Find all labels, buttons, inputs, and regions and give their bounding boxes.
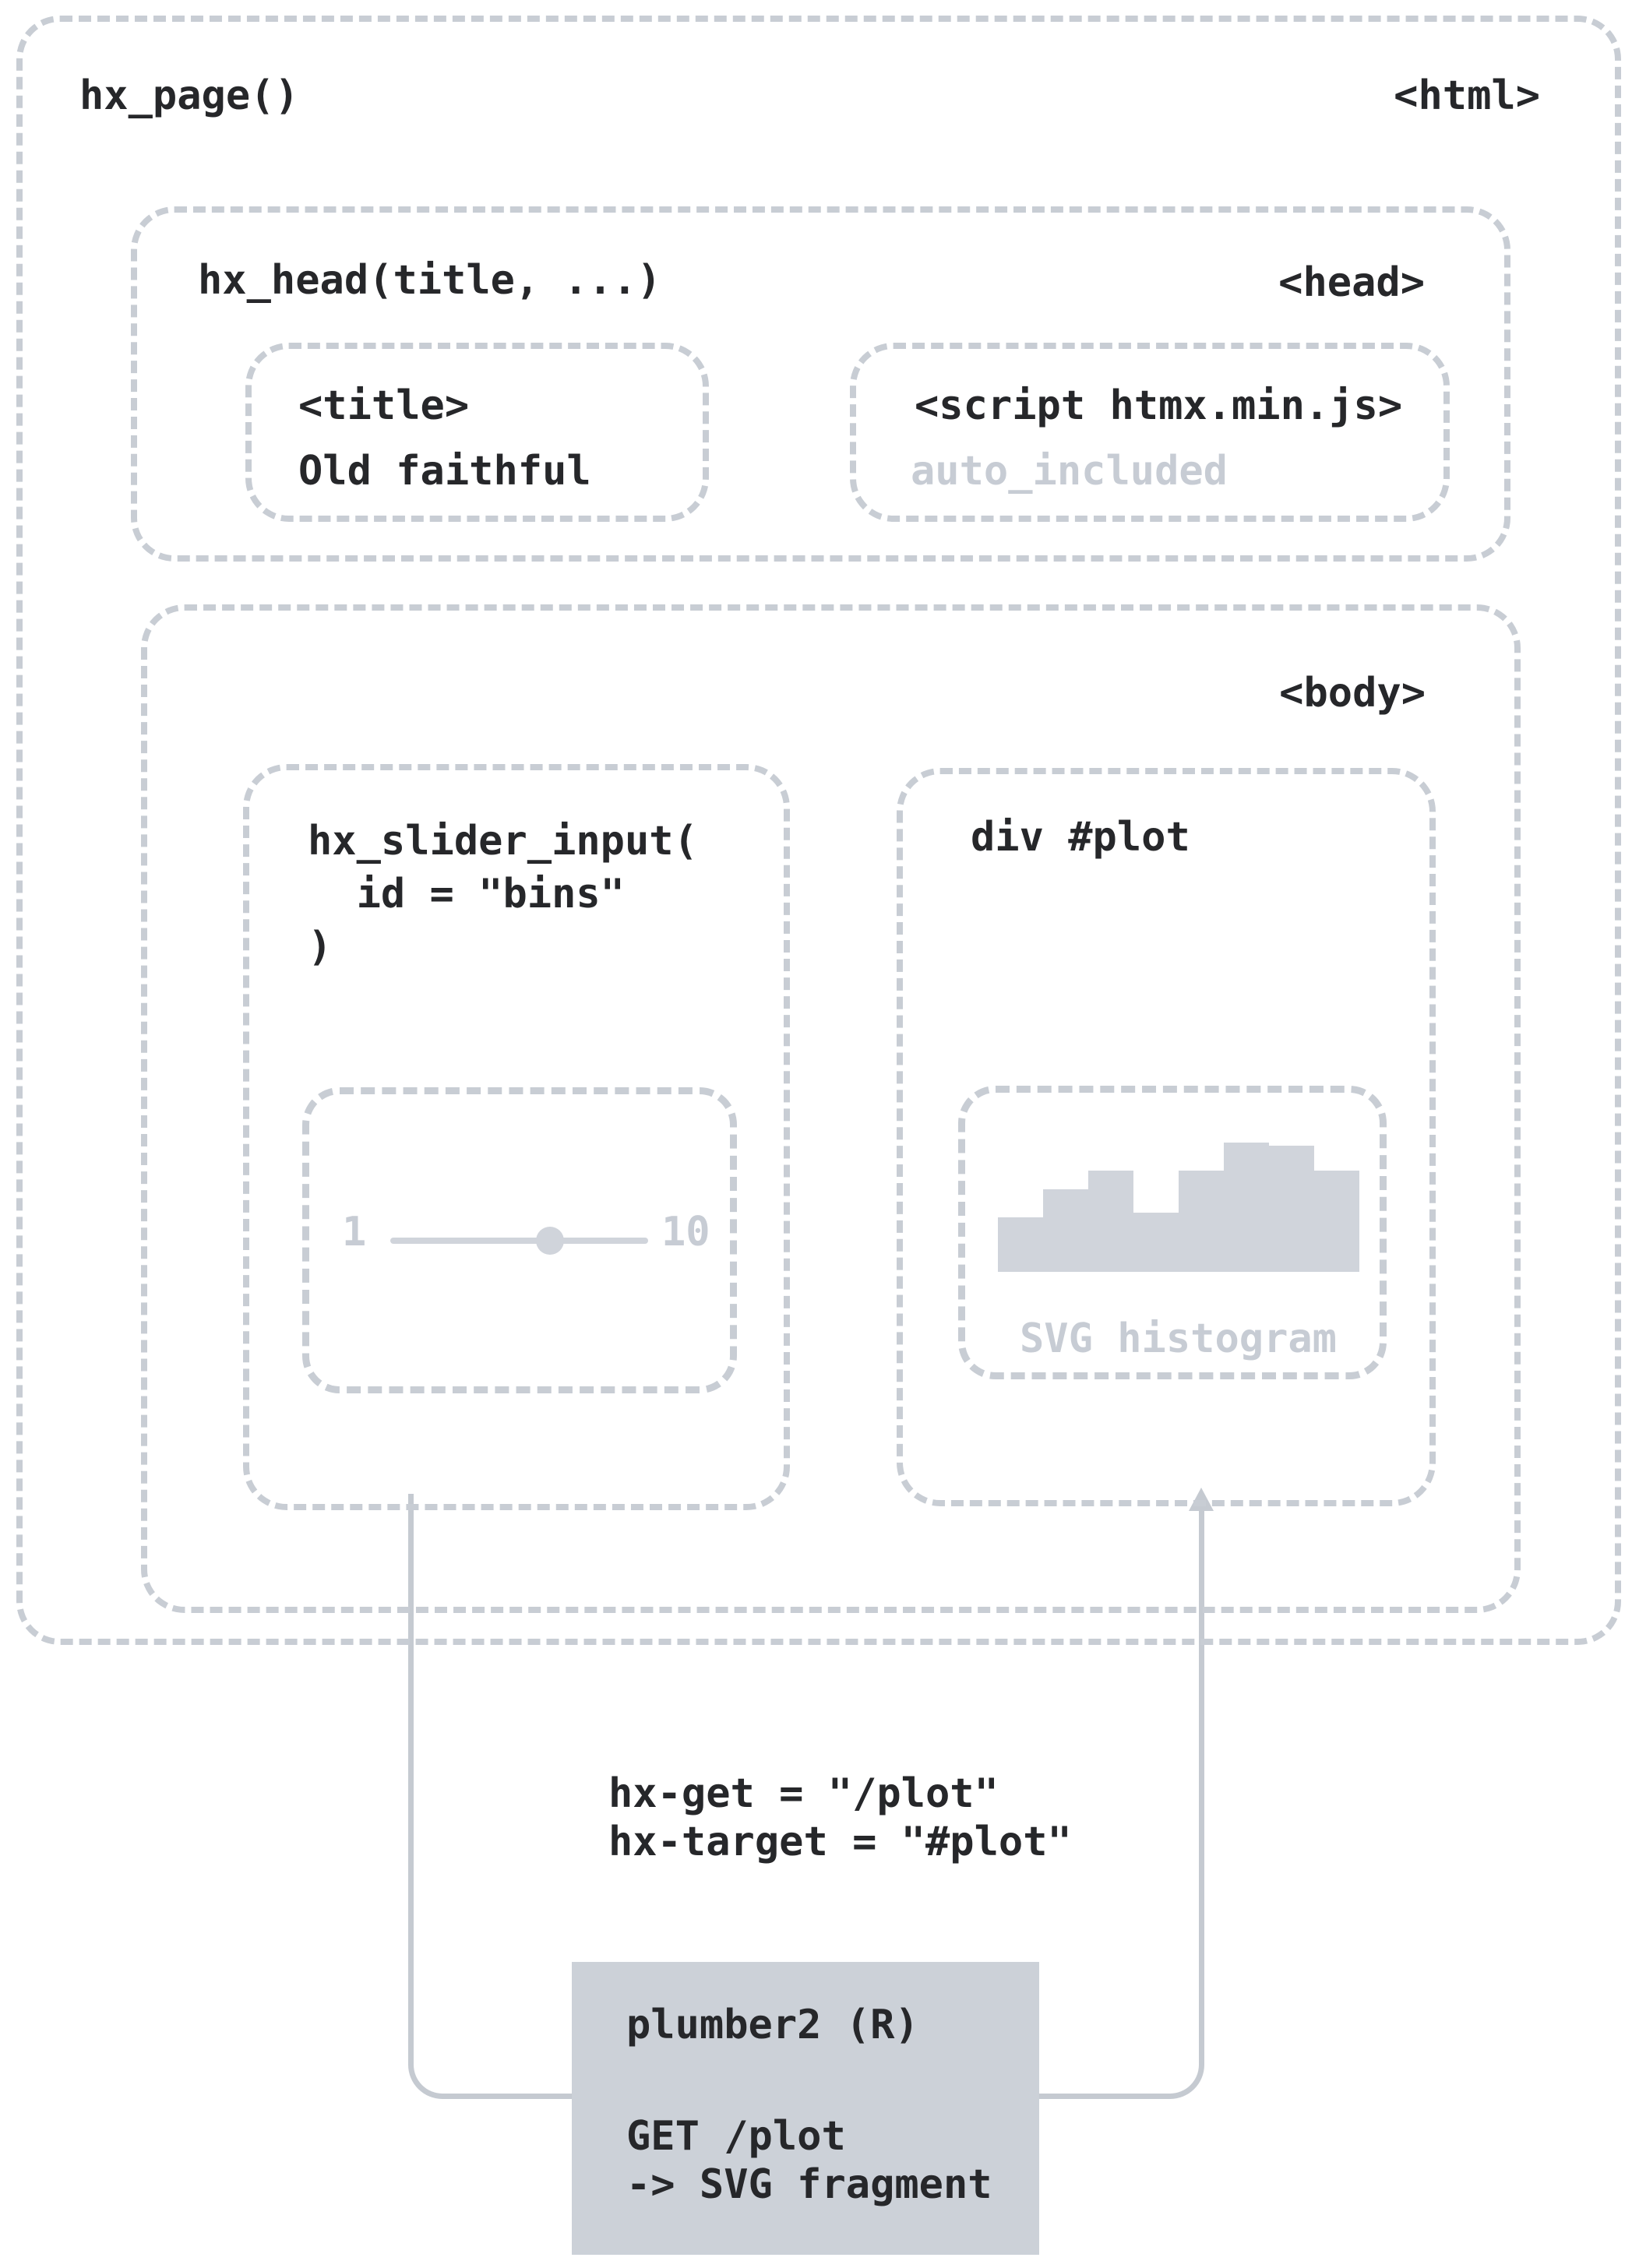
script-box: <script htmx.min.js> auto_included <box>850 343 1450 522</box>
server-box: plumber2 (R) GET /plot -> SVG fragment <box>572 1962 1039 2255</box>
histogram-bar <box>1133 1213 1179 1272</box>
hx-get-attr-label: hx-get = "/plot" <box>608 1770 999 1817</box>
histogram-box: SVG histogram <box>958 1086 1387 1379</box>
slider-widget-box: 1 10 <box>302 1087 737 1393</box>
html-tag-label: <html> <box>1394 72 1540 119</box>
slider-max-label: 10 <box>661 1209 710 1256</box>
slider-code-line-2: id = "bins" <box>308 871 625 917</box>
head-tag-label: <head> <box>1278 259 1425 306</box>
title-box: <title> Old faithful <box>245 343 709 522</box>
page-function-label: hx_page() <box>79 72 299 119</box>
slider-code-line-1: hx_slider_input( <box>308 818 698 865</box>
histogram-bar <box>998 1217 1043 1272</box>
htmx-attrs-annotation: hx-get = "/plot" hx-target = "#plot" <box>608 1770 1072 1866</box>
head-box: hx_head(title, ...) <head> <title> Old f… <box>131 206 1510 562</box>
histogram-bar <box>1224 1143 1269 1272</box>
title-value-label: Old faithful <box>298 448 591 495</box>
slider-input-box: hx_slider_input( id = "bins" ) 1 10 <box>243 764 790 1510</box>
server-title-label: plumber2 (R) <box>626 2002 919 2048</box>
hx-target-attr-label: hx-target = "#plot" <box>608 1819 1072 1865</box>
histogram-bar <box>1088 1171 1133 1272</box>
body-box: <body> hx_slider_input( id = "bins" ) 1 … <box>141 604 1521 1613</box>
histogram-bar <box>1269 1146 1314 1272</box>
plot-div-box: div #plot SVG histogram <box>897 768 1436 1506</box>
server-request-label: GET /plot <box>626 2113 846 2160</box>
server-response-label: -> SVG fragment <box>626 2161 992 2208</box>
head-function-label: hx_head(title, ...) <box>198 257 661 304</box>
title-tag-label: <title> <box>298 382 470 429</box>
slider-code-line-3: ) <box>308 924 333 970</box>
histogram-bar <box>1043 1189 1088 1272</box>
slider-handle[interactable] <box>536 1227 565 1255</box>
arrow-up-icon <box>1189 1488 1214 1511</box>
html-box: hx_page() <html> hx_head(title, ...) <he… <box>16 16 1621 1645</box>
histogram-caption: SVG histogram <box>1020 1315 1337 1362</box>
histogram-bar <box>1314 1171 1359 1272</box>
slider-track[interactable] <box>390 1227 648 1255</box>
plot-div-label: div #plot <box>971 814 1190 861</box>
histogram-bar <box>1179 1171 1224 1272</box>
script-tag-label: <script htmx.min.js> <box>915 382 1403 429</box>
histogram-bars <box>998 1139 1359 1272</box>
slider-min-label: 1 <box>342 1209 367 1256</box>
script-note-label: auto_included <box>911 448 1228 495</box>
body-tag-label: <body> <box>1279 670 1426 717</box>
